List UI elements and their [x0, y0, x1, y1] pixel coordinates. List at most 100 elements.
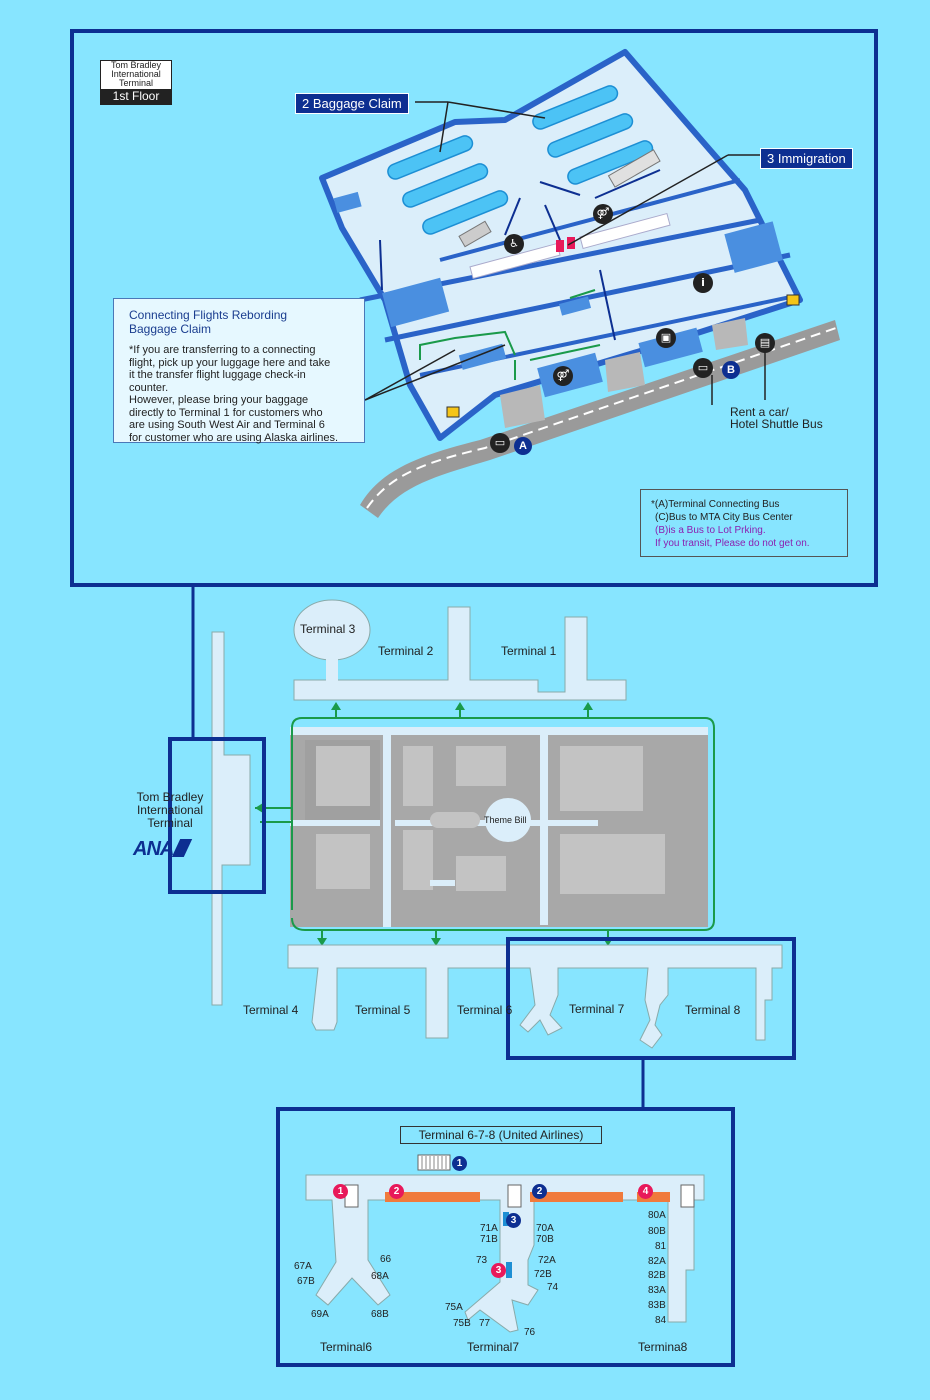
marker-b: B — [722, 361, 740, 379]
car-icon: ▭ — [693, 358, 713, 378]
terminal6-bottom-label: Terminal6 — [320, 1340, 373, 1354]
gate-label: 77 — [479, 1318, 491, 1329]
bottom-map-frame — [276, 1107, 735, 1367]
note-line: directly to Terminal 1 for customers who — [129, 406, 323, 419]
terminal-1-label: Terminal 1 — [501, 644, 557, 658]
top-map-frame — [70, 29, 878, 587]
gate-label: 72B — [534, 1269, 552, 1280]
rent-car-line2: Hotel Shuttle Bus — [730, 417, 823, 431]
number-1-navy: 1 — [452, 1156, 467, 1171]
note-line: counter. — [129, 381, 169, 394]
floor-label: Tom Bradley International Terminal 1st F… — [100, 60, 172, 105]
terminal-8-label: Terminal 8 — [685, 1003, 741, 1017]
restroom-icon: ♿ — [504, 234, 524, 254]
terminal-4-label: Terminal 4 — [243, 1003, 299, 1017]
note-line: However, please bring your baggage — [129, 394, 309, 406]
gate-label: 71A — [480, 1223, 498, 1234]
note-line: it the transfer flight luggage check-in — [129, 369, 306, 381]
floor-label-line2: International — [111, 69, 161, 79]
gate-label: 83B — [648, 1300, 666, 1311]
tbit-line1: Tom Bradley — [136, 790, 204, 804]
terminal-2-label: Terminal 2 — [378, 644, 434, 658]
baggage-claim-callout: 2 Baggage Claim — [295, 93, 409, 114]
baggage-carousels — [387, 85, 654, 235]
terminal-3-label: Terminal 3 — [300, 622, 356, 636]
gate-label: 80A — [648, 1210, 666, 1221]
bus-icon: ▤ — [755, 333, 775, 353]
tbit-label: Tom Bradley International Terminal — [130, 791, 210, 830]
terminal-6-label: Terminal 6 — [457, 1003, 513, 1017]
gate-label: 71B — [480, 1234, 498, 1245]
tbit-line2: International — [136, 803, 204, 817]
note-line: flight, pick up your luggage here and ta… — [129, 356, 331, 369]
gate-label: 67A — [294, 1261, 312, 1272]
gate-label: 80B — [648, 1226, 666, 1237]
car-icon: ▭ — [490, 433, 510, 453]
information-icon: i — [693, 273, 713, 293]
number-4-pink: 4 — [638, 1184, 653, 1199]
ana-logo-text: ANA — [133, 838, 174, 860]
marker-a: A — [514, 437, 532, 455]
airport-layout — [191, 585, 783, 1108]
gate-label: 84 — [655, 1315, 667, 1326]
number-3-navy: 3 — [506, 1213, 521, 1228]
rent-car-label: Rent a car/ Hotel Shuttle Bus — [730, 406, 823, 430]
note-title-line2: Baggage Claim — [129, 322, 212, 336]
note-line: for customer who are using Alaska airlin… — [129, 431, 339, 444]
gate-label: 70A — [536, 1223, 554, 1234]
taxi-icon: ▣ — [656, 328, 676, 348]
road — [360, 320, 840, 518]
gate-label: 67B — [297, 1276, 315, 1287]
restroom-icon: ⚤ — [593, 204, 613, 224]
gate-label: 75A — [445, 1302, 463, 1313]
terminal7-bottom-label: Terminal7 — [467, 1340, 520, 1354]
legend-line2: (C)Bus to MTA City Bus Center — [655, 512, 793, 523]
tbit-highlight-frame — [168, 737, 266, 894]
floor-label-line1: Tom Bradley — [110, 60, 162, 70]
restroom-icon: ⚤ — [553, 366, 573, 386]
gate-label: 82B — [648, 1270, 666, 1281]
gate-label: 74 — [547, 1282, 559, 1293]
terminal-7-label: Terminal 7 — [569, 1002, 625, 1016]
gate-label: 73 — [476, 1255, 488, 1266]
number-2-pink: 2 — [389, 1184, 404, 1199]
gate-label: 68B — [371, 1309, 389, 1320]
note-line: *If you are transferring to a connecting — [129, 344, 316, 356]
gate-label: 82A — [648, 1256, 666, 1267]
gate-label: 66 — [380, 1254, 392, 1265]
number-2-navy: 2 — [532, 1184, 547, 1199]
note-title-line1: Connecting Flights Rebording — [129, 308, 288, 322]
number-1-pink: 1 — [333, 1184, 348, 1199]
immigration-callout: 3 Immigration — [760, 148, 853, 169]
gate-label: 68A — [371, 1271, 389, 1282]
note-line: are using South West Air and Terminal 6 — [129, 419, 325, 431]
flow-arrows — [379, 169, 661, 341]
note-body: *If you are transferring to a connecting… — [129, 344, 354, 444]
legend-line1: *(A)Terminal Connecting Bus — [651, 499, 780, 510]
terminal-678-title: Terminal 6-7-8 (United Airlines) — [400, 1126, 602, 1144]
floor-number: 1st Floor — [101, 89, 171, 104]
gate-label: 72A — [538, 1255, 556, 1266]
terminal8-bottom-label: Termina8 — [638, 1340, 688, 1354]
gate-label: 76 — [524, 1327, 536, 1338]
gate-label: 83A — [648, 1285, 666, 1296]
gate-label: 69A — [311, 1309, 329, 1320]
terminal-678-layout — [305, 1154, 705, 1333]
legend-line3: (B)is a Bus to Lot Prking. — [655, 525, 766, 536]
callout-lines — [364, 101, 766, 405]
theme-building-label: Theme Bill — [484, 815, 527, 825]
rent-car-line1: Rent a car/ — [730, 405, 789, 419]
terminal-5-label: Terminal 5 — [355, 1003, 411, 1017]
legend-line4: If you transit, Please do not get on. — [655, 538, 810, 549]
number-3-pink: 3 — [491, 1263, 506, 1278]
gate-label: 75B — [453, 1318, 471, 1329]
floor-label-line3: Terminal — [118, 78, 153, 88]
terminal-678-highlight-frame — [506, 937, 796, 1060]
gate-label: 81 — [655, 1241, 667, 1252]
gate-label: 70B — [536, 1234, 554, 1245]
ana-logo: ANA — [133, 838, 193, 861]
tbit-line3: Terminal — [147, 816, 193, 830]
